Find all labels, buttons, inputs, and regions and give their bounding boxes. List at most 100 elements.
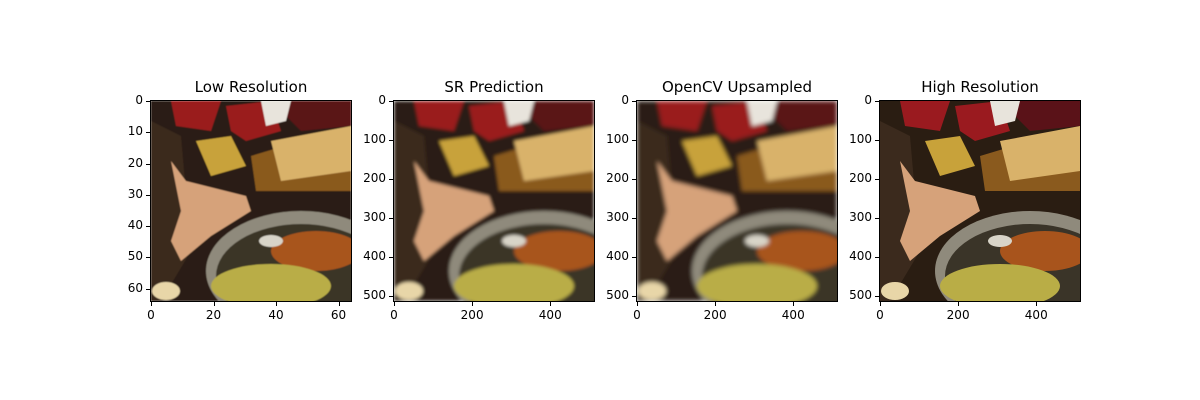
red-seat-left — [900, 101, 950, 131]
x-tick-label: 20 — [205, 308, 222, 322]
panel-title: SR Prediction — [444, 78, 544, 96]
photo-scene — [394, 101, 594, 301]
y-tick-label: 200 — [849, 171, 872, 186]
y-tick-label: 100 — [606, 132, 629, 147]
x-tick-mark — [550, 302, 552, 306]
red-seat-right — [514, 101, 594, 131]
y-tick-label: 500 — [849, 288, 872, 303]
x-tick-label: 400 — [1024, 308, 1048, 322]
y-tick-label: 10 — [127, 124, 143, 139]
ladle — [502, 235, 526, 247]
y-tick-label: 0 — [378, 93, 386, 107]
broth-red — [757, 231, 837, 271]
y-tick-mark — [875, 257, 879, 259]
x-tick-label: 200 — [946, 308, 970, 322]
y-tick-mark — [146, 132, 150, 134]
x-tick-mark — [472, 302, 474, 306]
y-tick-label: 100 — [363, 132, 386, 147]
broth-red — [271, 231, 351, 271]
white-cloth — [504, 101, 534, 126]
photo-scene — [880, 101, 1080, 301]
photo-scene — [637, 101, 837, 301]
x-tick-label: 0 — [876, 308, 884, 322]
yellow-tray — [439, 136, 489, 176]
y-tick-mark — [389, 179, 393, 181]
small-bowl — [638, 282, 666, 300]
y-tick-label: 40 — [127, 218, 143, 232]
photo-scene — [151, 101, 351, 301]
x-tick-label: 40 — [268, 308, 284, 322]
y-tick-label: 500 — [606, 288, 629, 303]
image-sr-prediction — [393, 100, 595, 302]
white-cloth — [990, 101, 1020, 126]
y-tick-mark — [875, 179, 879, 181]
ladle — [259, 235, 283, 247]
red-seat-left — [171, 101, 221, 131]
white-cloth — [261, 101, 291, 126]
x-tick-mark — [338, 302, 340, 306]
red-seat-right — [271, 101, 351, 131]
ladle — [988, 235, 1012, 247]
food-plate — [271, 126, 351, 181]
y-tick-mark — [875, 101, 879, 102]
y-tick-label: 50 — [127, 249, 143, 264]
x-tick-label: 400 — [538, 308, 562, 322]
y-tick-mark — [632, 101, 636, 102]
image-high-resolution — [879, 100, 1081, 302]
y-tick-mark — [632, 296, 636, 298]
y-tick-mark — [146, 163, 150, 165]
small-bowl — [152, 282, 180, 300]
y-tick-label: 500 — [363, 288, 386, 303]
y-tick-label: 400 — [606, 249, 629, 264]
broth-red — [514, 231, 594, 271]
x-tick-label: 200 — [703, 308, 727, 322]
y-tick-mark — [146, 257, 150, 259]
broth-yellow — [940, 264, 1060, 301]
y-tick-mark — [632, 179, 636, 181]
red-seat-left — [657, 101, 707, 131]
arm — [657, 161, 737, 261]
x-tick-label: 0 — [390, 308, 398, 322]
y-tick-mark — [389, 296, 393, 298]
x-tick-label: 200 — [460, 308, 484, 322]
y-tick-mark — [389, 101, 393, 102]
broth-yellow — [697, 264, 817, 301]
small-bowl — [881, 282, 909, 300]
x-tick-mark — [276, 302, 277, 306]
x-tick-mark — [793, 302, 795, 306]
yellow-tray — [682, 136, 732, 176]
x-tick-label: 0 — [147, 308, 155, 322]
ladle — [745, 235, 769, 247]
x-tick-label: 0 — [633, 308, 641, 322]
yellow-tray — [925, 136, 975, 176]
broth-yellow — [211, 264, 331, 301]
y-tick-label: 20 — [127, 155, 143, 170]
small-bowl — [395, 282, 423, 300]
panel-title: High Resolution — [921, 78, 1039, 96]
y-tick-label: 200 — [606, 171, 629, 186]
y-tick-mark — [632, 140, 636, 142]
y-tick-label: 0 — [864, 93, 872, 107]
food-plate — [1000, 126, 1080, 181]
panel-title: OpenCV Upsampled — [661, 78, 813, 96]
arm — [414, 161, 494, 261]
x-tick-mark — [958, 302, 960, 306]
x-tick-mark — [151, 302, 152, 306]
y-tick-mark — [632, 218, 636, 220]
y-tick-label: 400 — [849, 249, 872, 264]
image-low-resolution — [150, 100, 352, 302]
y-tick-mark — [146, 101, 150, 102]
y-tick-label: 100 — [849, 132, 872, 147]
red-seat-left — [414, 101, 464, 131]
x-tick-mark — [880, 302, 881, 306]
y-tick-mark — [389, 257, 393, 259]
arm — [171, 161, 251, 261]
y-tick-mark — [146, 226, 150, 227]
arm — [900, 161, 980, 261]
y-tick-label: 30 — [127, 186, 143, 201]
